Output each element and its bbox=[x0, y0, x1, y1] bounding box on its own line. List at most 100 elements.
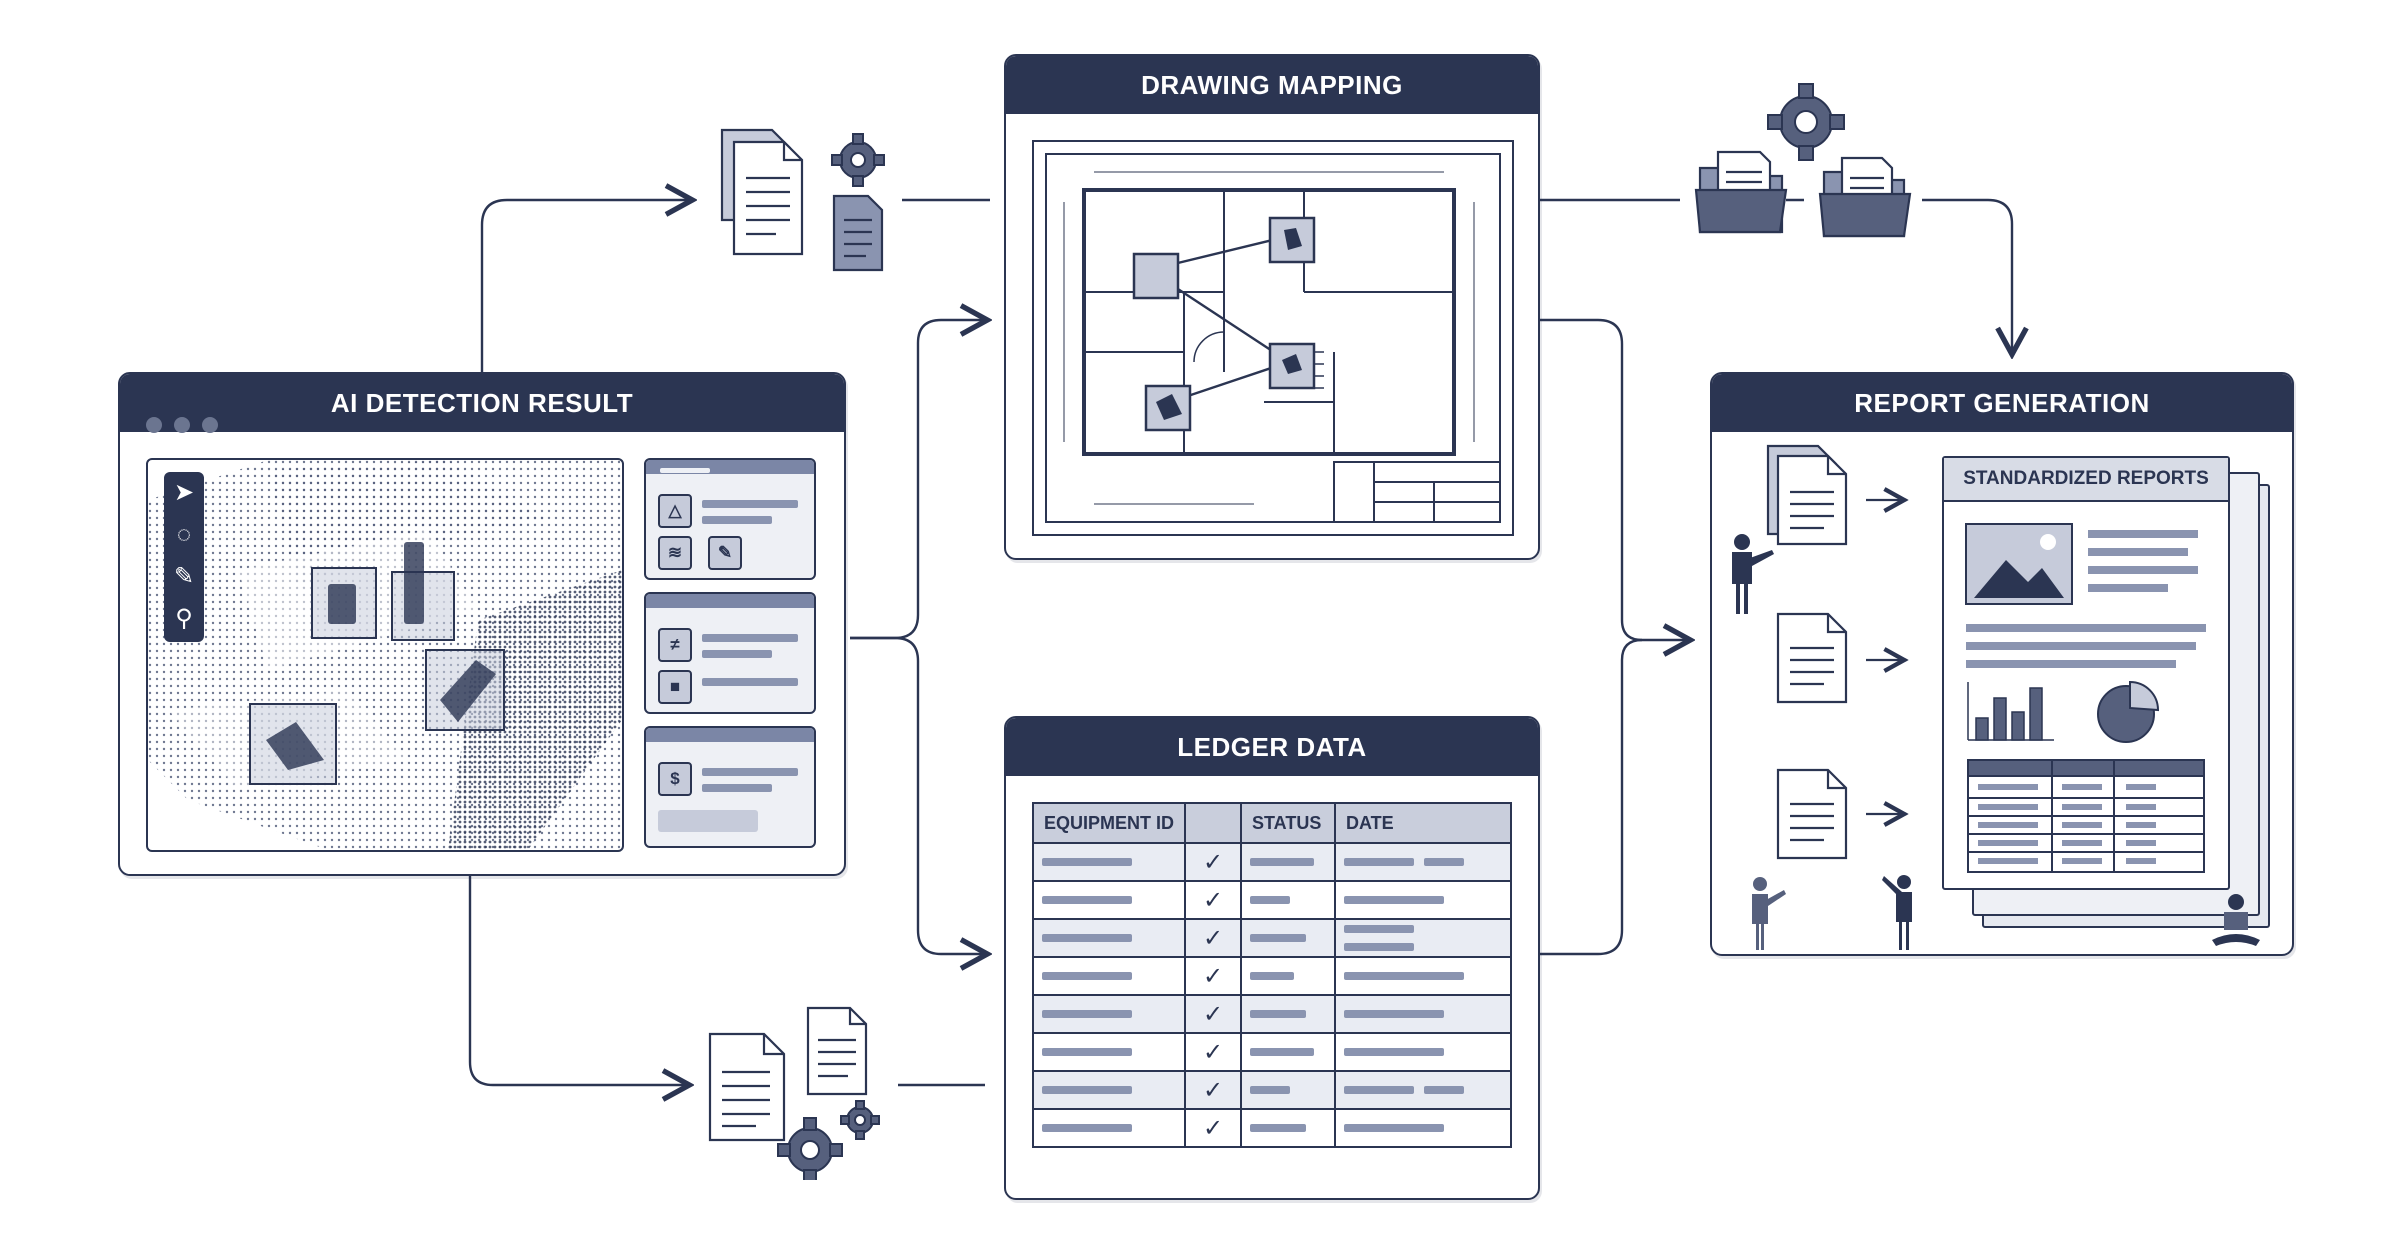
ledger-body: ✓✓✓✓✓✓✓✓ bbox=[1032, 842, 1512, 1148]
date-cell bbox=[1334, 918, 1512, 958]
equipment-id-cell bbox=[1032, 880, 1186, 920]
report-generation-window[interactable]: REPORT GENERATION STANDARDIZED REPORTS bbox=[1710, 372, 2294, 956]
standardized-report-card[interactable]: STANDARDIZED REPORTS bbox=[1942, 456, 2230, 890]
ledger-row[interactable]: ✓ bbox=[1032, 1070, 1512, 1110]
magnifier-icon[interactable]: ⚲ bbox=[175, 605, 193, 632]
brush-icon[interactable]: ✎ bbox=[708, 536, 742, 570]
window-controls[interactable] bbox=[146, 395, 230, 453]
docs-gear-cluster-bottom bbox=[708, 1006, 880, 1180]
arrow-drawing-to-report bbox=[1540, 318, 1688, 640]
floor-plan-svg bbox=[1045, 153, 1501, 523]
person-figure bbox=[1752, 877, 1786, 950]
report-card-content bbox=[1965, 523, 2206, 873]
ledger-row[interactable]: ✓ bbox=[1032, 994, 1512, 1034]
date-cell bbox=[1334, 842, 1512, 882]
checkmark-icon[interactable]: ✓ bbox=[1184, 1108, 1242, 1148]
status-cell bbox=[1240, 956, 1336, 996]
gear-icon bbox=[840, 1100, 880, 1140]
equipment-id-cell bbox=[1032, 956, 1186, 996]
arrow-ai-to-docs-bottom bbox=[468, 876, 687, 1085]
ledger-table[interactable]: EQUIPMENT ID STATUS DATE ✓✓✓✓✓✓✓✓ bbox=[1032, 802, 1512, 1148]
status-cell bbox=[1240, 994, 1336, 1034]
ledger-row[interactable]: ✓ bbox=[1032, 1032, 1512, 1072]
panel-line bbox=[702, 500, 798, 508]
drawing-mapping-title-bar: DRAWING MAPPING bbox=[1006, 56, 1538, 114]
cursor-icon[interactable]: ➤ bbox=[173, 479, 195, 506]
ai-detection-window[interactable]: AI DETECTION RESULT bbox=[118, 372, 846, 876]
ledger-row[interactable]: ✓ bbox=[1032, 918, 1512, 958]
dollar-icon[interactable]: $ bbox=[658, 762, 692, 796]
viewport-toolbar: ➤ ◌ ✎ ⚲ bbox=[164, 472, 204, 642]
column-header-check[interactable] bbox=[1184, 802, 1242, 844]
checkmark-icon[interactable]: ✓ bbox=[1184, 842, 1242, 882]
pie-chart-icon bbox=[2097, 680, 2160, 743]
equipment-id-cell bbox=[1032, 842, 1186, 882]
checkmark-icon[interactable]: ✓ bbox=[1184, 994, 1242, 1034]
ledger-row[interactable]: ✓ bbox=[1032, 880, 1512, 920]
checkmark-icon[interactable]: ✓ bbox=[1184, 1070, 1242, 1110]
minimize-dot[interactable] bbox=[174, 417, 190, 433]
status-cell bbox=[1240, 918, 1336, 958]
date-cell bbox=[1334, 880, 1512, 920]
date-cell bbox=[1334, 1032, 1512, 1072]
status-cell bbox=[1240, 880, 1336, 920]
panel-line bbox=[702, 768, 798, 776]
ledger-title-bar: LEDGER DATA bbox=[1006, 718, 1538, 776]
document-icon bbox=[1776, 768, 1848, 860]
equipment-id-cell bbox=[1032, 1032, 1186, 1072]
document-icon bbox=[1766, 444, 1848, 546]
point-cloud-viewport[interactable]: ➤ ◌ ✎ ⚲ bbox=[146, 458, 624, 852]
pencil-icon[interactable]: ✎ bbox=[173, 563, 195, 590]
stack-icon[interactable]: ≋ bbox=[658, 536, 692, 570]
person-figure bbox=[1732, 534, 1774, 614]
report-card-title: STANDARDIZED REPORTS bbox=[1944, 458, 2228, 502]
person-figure bbox=[1882, 875, 1912, 950]
drawing-mapping-window[interactable]: DRAWING MAPPING bbox=[1004, 54, 1540, 560]
equipment-id-cell bbox=[1032, 918, 1186, 958]
panel-action-button[interactable] bbox=[658, 810, 758, 832]
date-cell bbox=[1334, 994, 1512, 1034]
maximize-dot[interactable] bbox=[202, 417, 218, 433]
report-source-docs bbox=[1732, 444, 1912, 950]
property-panel-1[interactable]: △ ≋ ✎ bbox=[644, 458, 816, 580]
checkmark-icon[interactable]: ✓ bbox=[1184, 880, 1242, 920]
status-cell bbox=[1240, 1108, 1336, 1148]
status-cell bbox=[1240, 842, 1336, 882]
checkmark-icon[interactable]: ✓ bbox=[1184, 918, 1242, 958]
lasso-icon[interactable]: ◌ bbox=[176, 521, 192, 548]
panel-line bbox=[702, 784, 772, 792]
docs-gear-cluster-top bbox=[720, 128, 885, 272]
checkmark-icon[interactable]: ✓ bbox=[1184, 956, 1242, 996]
document-icon bbox=[1776, 612, 1848, 704]
panel-heading-line bbox=[660, 468, 710, 473]
panel-line bbox=[702, 516, 772, 524]
date-cell bbox=[1334, 1108, 1512, 1148]
ledger-row[interactable]: ✓ bbox=[1032, 842, 1512, 882]
ledger-data-window[interactable]: LEDGER DATA EQUIPMENT ID STATUS DATE ✓✓✓… bbox=[1004, 716, 1540, 1200]
ai-detection-title-bar: AI DETECTION RESULT bbox=[120, 374, 844, 433]
ledger-row[interactable]: ✓ bbox=[1032, 1108, 1512, 1148]
layer-icon[interactable]: △ bbox=[658, 494, 692, 528]
column-header-status[interactable]: STATUS bbox=[1240, 802, 1336, 844]
property-panel-3[interactable]: $ bbox=[644, 726, 816, 848]
close-dot[interactable] bbox=[146, 417, 162, 433]
column-header-equipment-id[interactable]: EQUIPMENT ID bbox=[1032, 802, 1186, 844]
arrow-ai-to-ledger bbox=[850, 636, 985, 954]
not-equal-icon[interactable]: ≠ bbox=[658, 628, 692, 662]
window-title: AI DETECTION RESULT bbox=[330, 388, 634, 418]
equipment-id-cell bbox=[1032, 994, 1186, 1034]
document-icon bbox=[708, 1032, 786, 1142]
ledger-row[interactable]: ✓ bbox=[1032, 956, 1512, 996]
property-panel-2[interactable]: ≠ ■ bbox=[644, 592, 816, 714]
arrow-ai-to-docs-top bbox=[480, 200, 690, 372]
column-header-date[interactable]: DATE bbox=[1334, 802, 1512, 844]
video-icon[interactable]: ■ bbox=[658, 670, 692, 704]
panel-line bbox=[702, 678, 798, 686]
gear-icon bbox=[777, 1117, 843, 1180]
document-icon bbox=[832, 194, 884, 272]
panel-line bbox=[702, 634, 798, 642]
checkmark-icon[interactable]: ✓ bbox=[1184, 1032, 1242, 1072]
seated-person-figure bbox=[2212, 894, 2260, 946]
floor-plan-drawing[interactable] bbox=[1032, 140, 1514, 536]
